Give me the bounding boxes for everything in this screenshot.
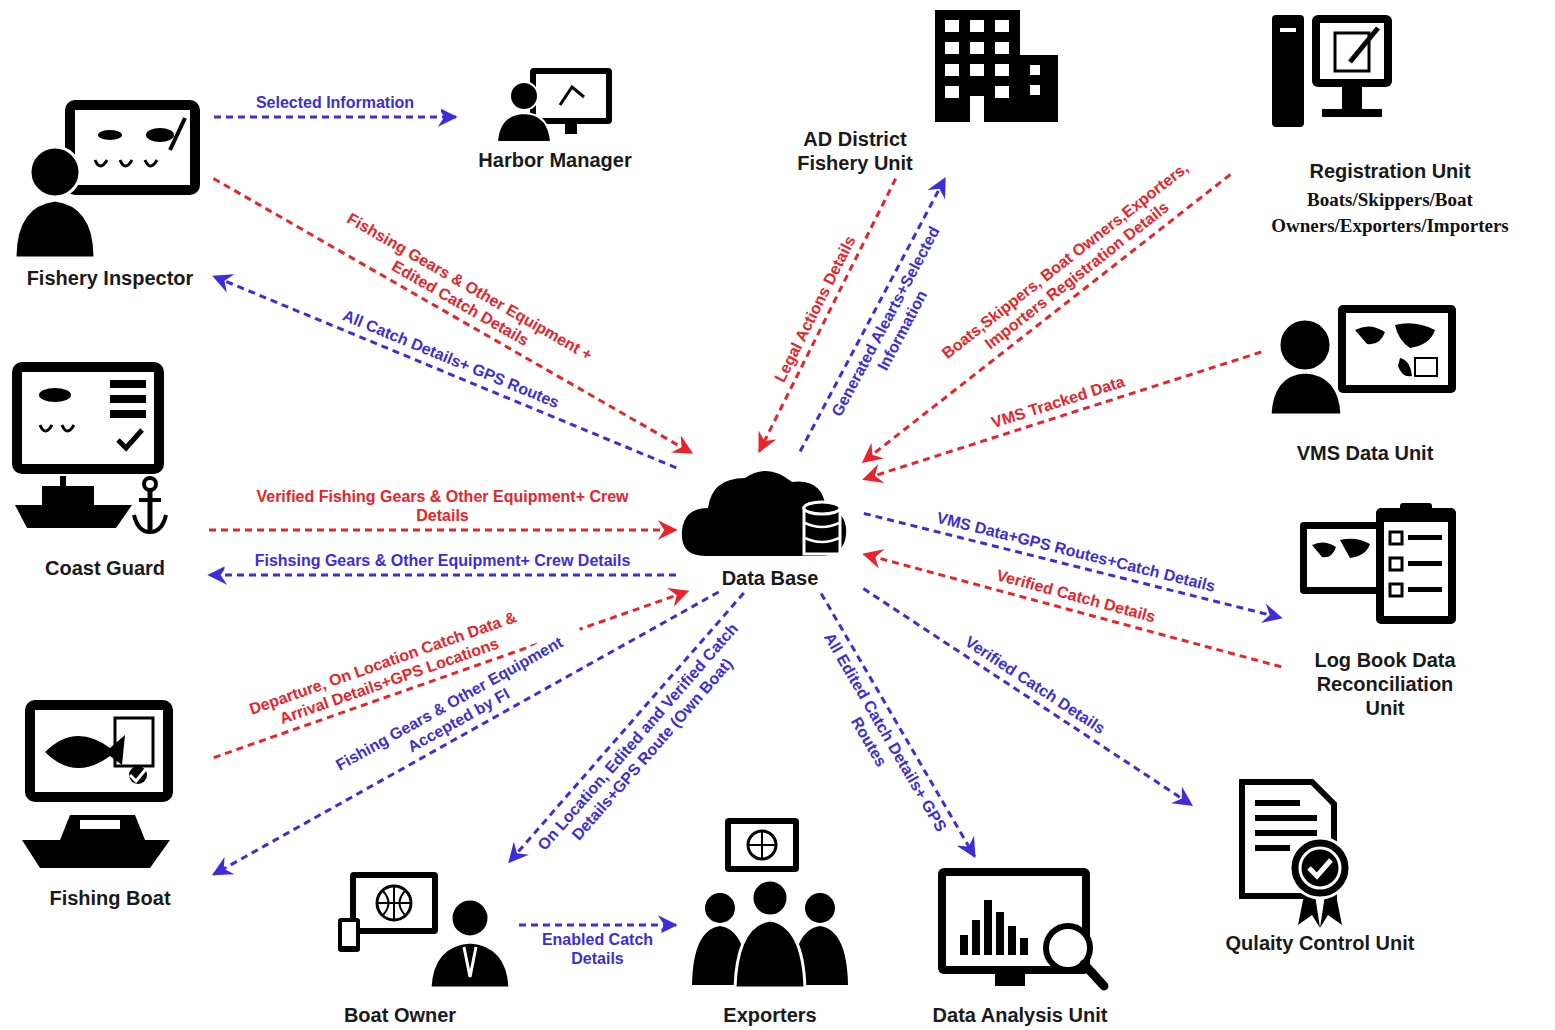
flow-arrow: [213, 592, 718, 875]
flow-label: Departure, On Location Catch Data & Arri…: [219, 597, 553, 746]
node-label: Data Analysis Unit: [933, 1003, 1108, 1027]
cloud-database-icon: [682, 471, 846, 556]
entity-node: Exporters: [680, 812, 860, 1027]
flow-arrow: [864, 352, 1261, 479]
flow-arrow: [214, 591, 688, 757]
node-label: Fishery Inspector: [27, 266, 194, 290]
node-label: Boat Owner: [344, 1003, 456, 1027]
flow-arrow: [821, 593, 974, 856]
flow-label: VMS Tracked Data: [960, 362, 1156, 441]
flow-arrow: [863, 589, 1191, 805]
flow-label: Fishsing Gears & Other Equipment + Edite…: [312, 196, 617, 394]
flow-label: Legal Actions Details: [752, 197, 876, 420]
flow-arrow: [800, 179, 945, 452]
flow-arrow: [214, 116, 456, 119]
node-label: Registration Unit: [1309, 159, 1470, 183]
flow-arrow: [209, 529, 676, 532]
data-analysis-icon: [938, 868, 1104, 986]
flow-label: Fishing Gears & Other Equipment Accepted…: [314, 622, 595, 802]
flow-label: Verified Catch Details: [968, 559, 1185, 635]
entity-node: Fishing Boat: [10, 695, 210, 910]
flow-arrow: [863, 175, 1230, 462]
flow-arrow: [759, 179, 895, 452]
entity-node: Boat Owner: [285, 865, 515, 1027]
flow-label: Enabled Catch Details: [534, 930, 661, 968]
exporters-icon: [692, 818, 848, 988]
flow-arrow: [864, 554, 1281, 667]
entity-node: AD District Fishery Unit: [790, 5, 1060, 175]
node-label: VMS Data Unit: [1297, 441, 1434, 465]
entity-node: Qulaity Control Unit: [1195, 775, 1445, 955]
node-label: Harbor Manager: [478, 148, 631, 172]
flow-label: Boats,Skippers, Boat Owners,Exporters, I…: [930, 152, 1214, 386]
computer-icon: [1272, 15, 1392, 127]
entity-node: Fishery Inspector: [10, 95, 210, 290]
entity-node: Registration UnitBoats/Skippers/Boat Own…: [1234, 8, 1547, 240]
entity-node: Data Base: [680, 455, 860, 590]
flow-arrow: [519, 924, 676, 927]
flow-arrow: [864, 513, 1281, 617]
flow-label: All Edited Catch Details+ GPS Routes: [795, 615, 959, 859]
flow-label: Verified Catch Details: [930, 611, 1141, 759]
entity-node: Harbor Manager: [460, 62, 650, 172]
entity-node: Log Book Data Reconciliation Unit: [1285, 500, 1485, 720]
flow-label: Generated Alearts+Selected Information: [816, 202, 972, 450]
vms-icon: [1270, 305, 1456, 415]
flow-label: All Catch Details+ GPS Routes: [294, 287, 606, 431]
node-label: Exporters: [723, 1003, 816, 1027]
node-subtitle: Boats/Skippers/Boat Owners/Exporters/Imp…: [1238, 187, 1543, 240]
inspector-icon: [15, 100, 200, 258]
fishing-boat-icon: [22, 700, 173, 868]
flow-label: Verified Fishing Gears & Other Equipment…: [228, 487, 658, 525]
node-label: Coast Guard: [45, 556, 165, 580]
flow-label: On Location, Edited and Verified Catch D…: [525, 610, 764, 876]
node-label: AD District Fishery Unit: [790, 127, 920, 175]
entity-node: Data Analysis Unit: [915, 860, 1125, 1027]
logbook-icon: [1300, 503, 1456, 624]
flow-label: Selected Information: [229, 93, 441, 112]
node-label: Log Book Data Reconciliation Unit: [1300, 648, 1470, 720]
flow-label: Fishsing Gears & Other Equipment+ Crew D…: [224, 551, 661, 570]
entity-node: VMS Data Unit: [1265, 295, 1465, 465]
flow-arrow: [214, 276, 677, 467]
building-icon: [935, 10, 1058, 122]
flow-arrow: [509, 593, 743, 862]
harbor-manager-icon: [497, 68, 612, 142]
node-label: Qulaity Control Unit: [1226, 931, 1415, 955]
flow-arrow: [209, 574, 676, 577]
entity-node: Coast Guard: [5, 355, 205, 580]
coast-guard-icon: [12, 362, 166, 532]
boat-owner-icon: [338, 872, 510, 988]
flow-arrow: [213, 178, 691, 453]
node-label: Data Base: [722, 566, 819, 590]
quality-control-icon: [1242, 782, 1350, 928]
node-label: Fishing Boat: [49, 886, 170, 910]
flow-label: VMS Data+GPS Routes+Catch Details: [889, 496, 1262, 607]
